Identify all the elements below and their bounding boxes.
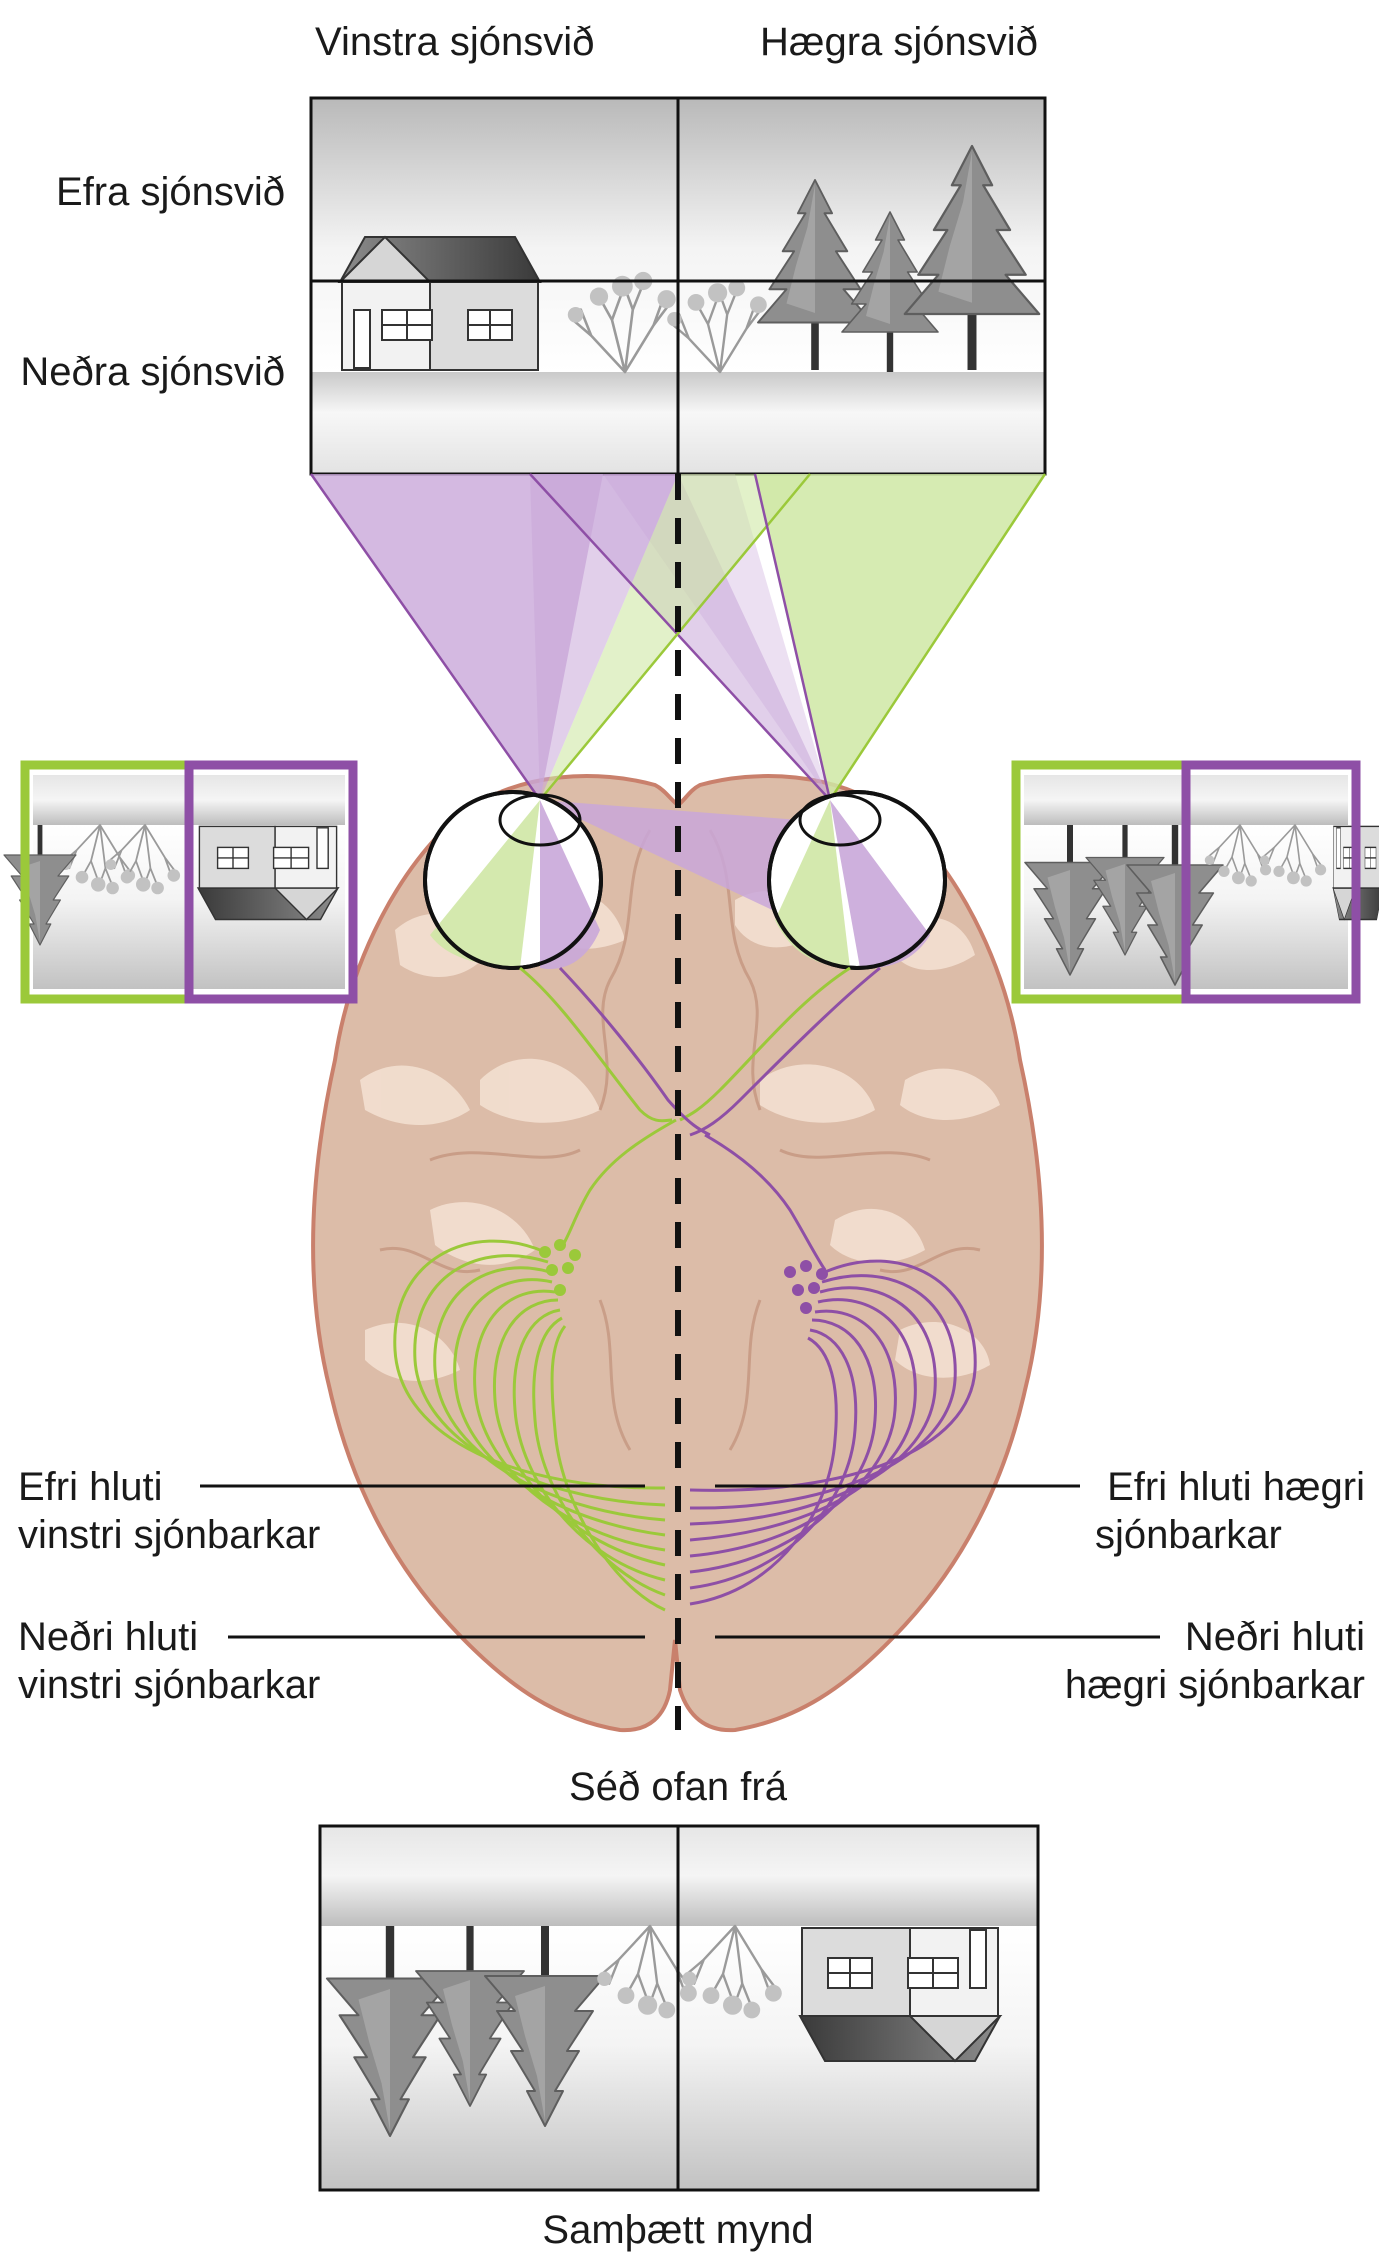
combined-caption: Samþætt mynd [542,2208,813,2252]
left-field-label: Vinstra sjónsvið [315,20,594,64]
upper-right-cortex-label-2: sjónbarkar [1095,1513,1282,1557]
right-lgn-nodes [784,1260,828,1314]
upper-left-cortex-label-2: vinstri sjónbarkar [18,1513,320,1557]
eye-icon [423,790,603,970]
lower-left-cortex-label-1: Neðri hluti [18,1615,198,1659]
left-optic-radiation [393,1239,666,1612]
upper-right-cortex-label-1: Efri hluti hægri [1107,1465,1365,1509]
lower-left-cortex-label-2: vinstri sjónbarkar [18,1663,320,1707]
house-icon [339,236,541,371]
left-field-pathway [558,966,881,1271]
right-field-label: Hægra sjónsvið [760,20,1038,64]
left-retina-image [3,760,358,1004]
view-caption: Séð ofan frá [569,1765,788,1809]
brain [311,774,1044,1733]
right-optic-radiation [689,1259,977,1606]
eye-icon [767,790,947,970]
projection-edges [309,473,1047,801]
upper-left-cortex-label-1: Efri hluti [18,1465,163,1509]
upper-field-label: Efra sjónsvið [56,170,285,214]
lower-right-cortex-label-2: hægri sjónbarkar [1065,1663,1365,1707]
cortex-leader-lines [200,1484,1160,1639]
house-icon [799,1927,1001,2062]
lower-field-label: Neðra sjónsvið [20,350,285,394]
house-icon [197,825,339,921]
right-field-pathway [519,966,851,1251]
left-lgn-nodes [539,1239,581,1296]
visual-field-panel [309,96,1047,476]
right-retina-image [1011,760,1379,1004]
combined-image-panel [318,1824,1040,2192]
lower-right-cortex-label-1: Neðri hluti [1185,1615,1365,1659]
